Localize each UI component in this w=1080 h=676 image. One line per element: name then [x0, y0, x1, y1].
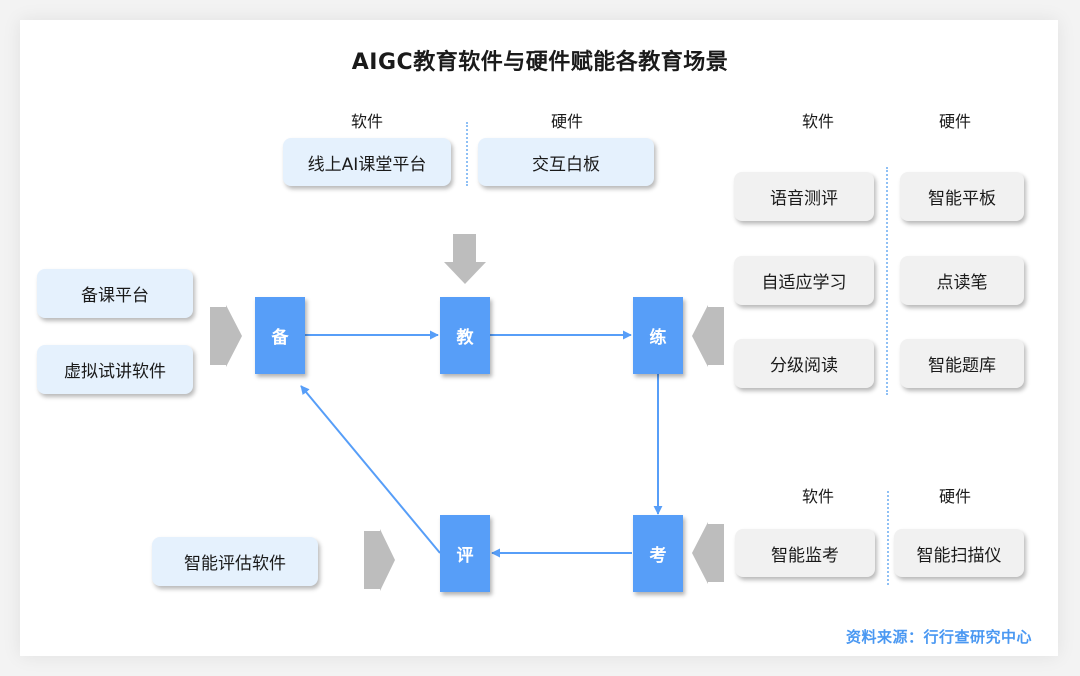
- node-exam: 考: [633, 515, 683, 592]
- input-arrow-prepare: [210, 305, 242, 367]
- hardware-box-smart-scanner: 智能扫描仪: [894, 529, 1024, 577]
- node-practice: 练: [633, 297, 683, 374]
- exam-software-header: 软件: [801, 487, 834, 506]
- input-arrow-evaluate: [364, 529, 395, 591]
- node-evaluate: 评: [440, 515, 490, 592]
- flow-evaluate-to-prepare: [300, 385, 441, 554]
- teach-hardware-header: 硬件: [550, 112, 583, 131]
- software-box-speech-assessment: 语音测评: [734, 172, 874, 221]
- node-prepare: 备: [255, 297, 305, 374]
- source-note: 资料来源：行行查研究中心: [845, 628, 1032, 646]
- practice-hardware-header: 硬件: [938, 112, 971, 131]
- practice-divider: [886, 167, 888, 395]
- software-box-online-ai-classroom: 线上AI课堂平台: [283, 138, 451, 186]
- teach-software-header: 软件: [350, 112, 383, 131]
- node-teach: 教: [440, 297, 490, 374]
- software-box-smart-evaluation: 智能评估软件: [152, 537, 318, 586]
- input-arrow-exam: [692, 522, 724, 584]
- diagram-title: AIGC教育软件与硬件赋能各教育场景: [351, 50, 729, 75]
- exam-divider: [887, 491, 889, 585]
- exam-hardware-header: 硬件: [938, 487, 971, 506]
- hardware-box-smart-question-bank: 智能题库: [900, 339, 1024, 388]
- input-arrow-teach: [444, 234, 486, 284]
- hardware-box-interactive-whiteboard: 交互白板: [478, 138, 654, 186]
- input-arrow-practice: [692, 305, 724, 367]
- software-box-smart-proctoring: 智能监考: [735, 529, 875, 577]
- software-box-virtual-trial-lecture: 虚拟试讲软件: [37, 345, 193, 394]
- hardware-box-smart-tablet: 智能平板: [900, 172, 1024, 221]
- teach-divider: [466, 122, 468, 186]
- hardware-box-reading-pen: 点读笔: [900, 256, 1024, 305]
- practice-software-header: 软件: [801, 112, 834, 131]
- software-box-adaptive-learning: 自适应学习: [734, 256, 874, 305]
- software-box-lesson-prep-platform: 备课平台: [37, 269, 193, 318]
- software-box-graded-reading: 分级阅读: [734, 339, 874, 388]
